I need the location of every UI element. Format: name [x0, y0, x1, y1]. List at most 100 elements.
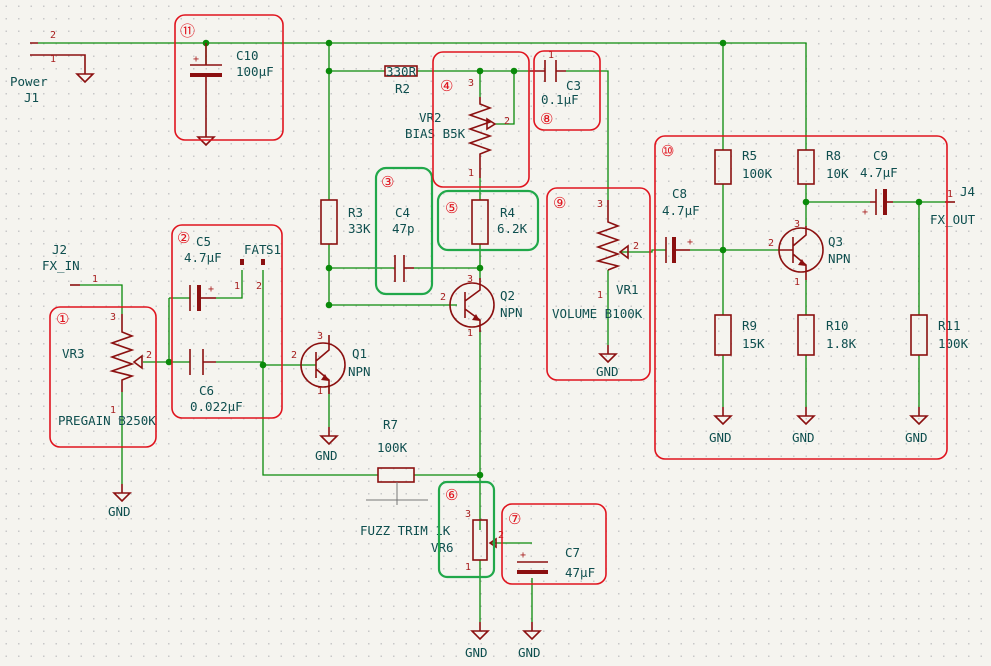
q3-pin2-number: 2	[768, 238, 774, 249]
j2-pin1-number: 1	[92, 274, 98, 285]
c9-value: 4.7µF	[860, 165, 898, 180]
block-1-label: ①	[56, 310, 69, 328]
block-7-frame	[501, 503, 607, 585]
q1-pin1-number: 1	[317, 386, 323, 397]
j2-name: FX_IN	[42, 258, 80, 273]
vr6-pin3-number: 3	[465, 509, 471, 520]
q3-type: NPN	[828, 251, 851, 266]
r4-ref: R4	[500, 205, 515, 220]
r9-ref: R9	[742, 318, 757, 333]
resistor-r3: R3 33K	[320, 199, 371, 245]
block-10-label: ⑩	[661, 142, 674, 160]
vr2-pin2-number: 2	[504, 116, 510, 127]
capacitor-c3: 1 C3 0.1µF	[530, 50, 581, 107]
block-5-label: ⑤	[445, 199, 458, 217]
r9-gnd-label: GND	[709, 430, 732, 445]
capacitor-c6: C6 0.022µF	[189, 349, 243, 414]
vr3-ref: VR3	[62, 346, 85, 361]
transistor-q3: 2 3 1 Q3 NPN	[768, 219, 851, 288]
block-3-frame	[374, 166, 434, 296]
j1-name: Power	[10, 74, 48, 89]
potentiometer-vr3: 3 2 1 VR3 PREGAIN B250K GND	[58, 312, 156, 519]
c10-ref: C10	[236, 48, 259, 63]
block-8-label: ⑧	[540, 110, 553, 128]
resistor-r11: R11 100K GND	[905, 314, 969, 445]
resistor-r5: R5 100K	[714, 148, 773, 185]
trimmer-vr6: 3 2 1 FUZZ TRIM 1K VR6 GND	[360, 509, 504, 660]
q1-ref: Q1	[352, 346, 367, 361]
c8-ref: C8	[672, 186, 687, 201]
switch-s1: 1 2 FAT S1	[234, 242, 281, 292]
c6-ref: C6	[199, 383, 214, 398]
q2-pin3-number: 3	[467, 274, 473, 285]
r4-value: 6.2K	[497, 221, 528, 236]
r11-gnd-label: GND	[905, 430, 928, 445]
q1-type: NPN	[348, 364, 371, 379]
vr3-pin2-number: 2	[146, 350, 152, 361]
block-9-frame	[546, 187, 651, 381]
r5-ref: R5	[742, 148, 757, 163]
s1-pin2-number: 2	[256, 281, 262, 292]
q2-type: NPN	[500, 305, 523, 320]
vr3-pin3-number: 3	[110, 312, 116, 323]
c4-value: 47p	[392, 221, 415, 236]
c4-ref: C4	[395, 205, 410, 220]
block-9-label: ⑨	[553, 194, 566, 212]
block-4-label: ④	[440, 77, 453, 95]
r11-value: 100K	[938, 336, 969, 351]
block-6-frame	[437, 480, 496, 579]
vr2-pin1-number: 1	[468, 168, 474, 179]
c9-plus: +	[862, 207, 868, 218]
vr1-pin1-number: 1	[597, 290, 603, 301]
r3-value: 33K	[348, 221, 371, 236]
resistor-r2: 330R R2	[384, 64, 418, 96]
vr2-ref: VR2	[419, 110, 442, 125]
capacitor-c10: + C10 100µF	[190, 43, 274, 146]
potentiometer-vr2: 3 2 1 VR2 BIAS B5K	[405, 78, 510, 179]
block-4-frame	[432, 51, 530, 188]
block-1-frame	[49, 306, 157, 448]
c5-plus: +	[208, 284, 214, 295]
vr6-ref: VR6	[431, 540, 454, 555]
r2-ref: R2	[395, 81, 410, 96]
output-connector-j4: 1 J4 FX_OUT	[930, 184, 976, 227]
c8-plus: +	[687, 237, 693, 248]
c7-value: 47µF	[565, 565, 595, 580]
c7-gnd-label: GND	[518, 645, 541, 660]
vr3-pin1-number: 1	[110, 405, 116, 416]
r11-ref: R11	[938, 318, 961, 333]
q2-ref: Q2	[500, 288, 515, 303]
q1-pin3-number: 3	[317, 331, 323, 342]
resistor-r7: R7 100K	[366, 417, 428, 505]
r10-gnd-label: GND	[792, 430, 815, 445]
c10-plus: +	[193, 54, 199, 65]
vr1-pin3-number: 3	[597, 199, 603, 210]
transistor-q1: 2 3 1 Q1 NPN GND	[291, 331, 371, 463]
c9-ref: C9	[873, 148, 888, 163]
block-6-label: ⑥	[445, 486, 458, 504]
vr1-pin2-number: 2	[633, 241, 639, 252]
vr3-value: PREGAIN B250K	[58, 413, 156, 428]
j1-pin1-number: 1	[50, 54, 56, 65]
input-connector-j2: J2 FX_IN 1	[42, 242, 98, 286]
annotation-blocks: ① ② ③ ④ ⑤ ⑥ ⑦ ⑧ ⑨ ⑩ ⑪	[49, 14, 948, 585]
r9-value: 15K	[742, 336, 765, 351]
r10-ref: R10	[826, 318, 849, 333]
block-11-label: ⑪	[180, 22, 195, 40]
c5-value: 4.7µF	[184, 250, 222, 265]
block-8-frame	[533, 50, 601, 131]
capacitor-c9: + C9 4.7µF	[860, 148, 898, 218]
r3-ref: R3	[348, 205, 363, 220]
q2-pin1-number: 1	[467, 328, 473, 339]
c3-pin-mark: 1	[548, 50, 554, 61]
capacitor-c7: + C7 47µF GND	[517, 545, 595, 660]
j1-pin2-number: 2	[50, 30, 56, 41]
resistor-r10: R10 1.8K GND	[792, 314, 857, 445]
resistor-r4: R4 6.2K	[471, 199, 528, 245]
vr3-gnd-label: GND	[108, 504, 131, 519]
potentiometer-vr1: 3 2 1 VR1 VOLUME B100K GND	[552, 199, 643, 379]
vr2-value: BIAS B5K	[405, 126, 466, 141]
q3-ref: Q3	[828, 234, 843, 249]
j1-ref: J1	[24, 90, 39, 105]
